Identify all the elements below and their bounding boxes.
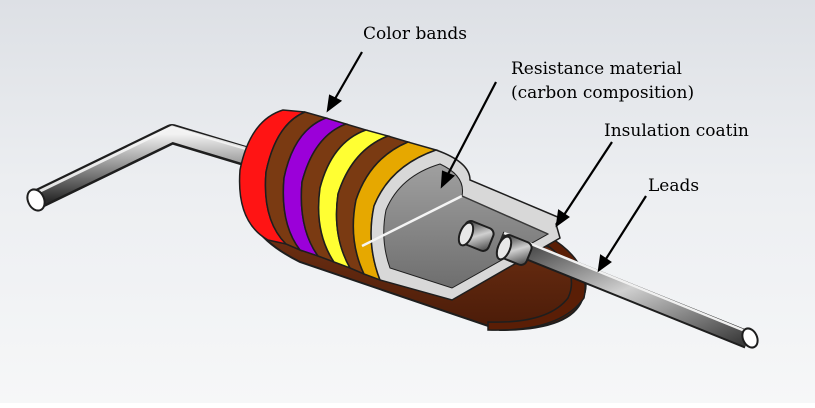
- callout-arrows: [326, 51, 647, 273]
- label-insulation-coating: Insulation coatin: [604, 121, 749, 141]
- arrow-color-bands: [331, 51, 363, 105]
- arrow-resistance-material: [445, 81, 497, 179]
- label-leads: Leads: [648, 176, 700, 196]
- label-color-bands: Color bands: [363, 24, 468, 44]
- end-cap-2: [495, 234, 533, 266]
- end-cap-1: [457, 220, 495, 252]
- arrow-leads: [603, 195, 647, 263]
- arrow-insulation-coating: [561, 141, 613, 219]
- label-resistance-material: Resistance material: [511, 59, 682, 79]
- left-lead: [26, 124, 261, 212]
- label-carbon-composition: (carbon composition): [511, 83, 695, 103]
- right-lead: [457, 220, 759, 349]
